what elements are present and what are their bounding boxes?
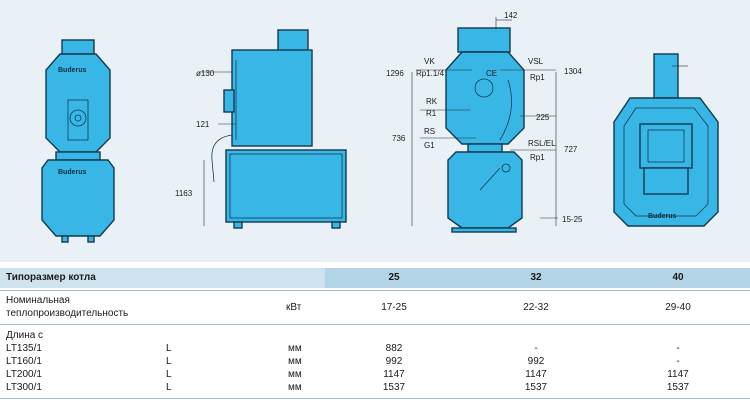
row-model: LT160/1 (6, 356, 42, 367)
header-size-32: 32 (530, 272, 542, 283)
side-flue (223, 89, 235, 113)
side-lower-tank (225, 149, 347, 223)
rear-view: CE 142 VK Rp1.1/4 1296 VSL Rp1 1304 RK R… (386, 11, 583, 233)
row-value-40: - (676, 356, 680, 367)
label-vsl: VSL (528, 57, 544, 66)
row-model: LT135/1 (6, 343, 42, 354)
row-model: LT200/1 (6, 369, 42, 380)
rear-flue-circle (474, 78, 494, 98)
top-view-burner (639, 123, 693, 169)
drawings-svg: Buderus Buderus ø130 121 1163 CE (41, 11, 719, 243)
power-label-line2: теплопроизводительность (6, 308, 129, 319)
dim-flue-diameter: ø130 (196, 69, 215, 78)
front-burner-circle (69, 109, 87, 127)
row-unit: мм (288, 343, 302, 354)
header-size-40: 40 (672, 272, 684, 283)
row-value-32: 1537 (524, 382, 548, 393)
power-unit: кВт (286, 302, 302, 313)
row-value-25: 882 (385, 343, 403, 354)
header-size-25: 25 (388, 272, 400, 283)
power-value-40: 29-40 (665, 302, 691, 313)
technical-drawings: Buderus Buderus ø130 121 1163 CE (0, 0, 750, 262)
label-rs-thread: G1 (424, 141, 435, 150)
dim-1163: 1163 (175, 189, 193, 198)
label-rk: RK (426, 97, 438, 106)
row-value-32: 992 (527, 356, 545, 367)
row-suffix: L (166, 369, 172, 380)
rear-upper-body (445, 51, 525, 145)
row-value-32: - (534, 343, 538, 354)
spec-table: Типоразмер котла 25 32 40 Номинальная те… (0, 264, 750, 410)
ce-mark: CE (486, 69, 497, 78)
label-vk-thread: Rp1.1/4 (416, 69, 445, 78)
row-unit: мм (288, 356, 302, 367)
logo-front-lower: Buderus (58, 169, 87, 176)
row-suffix: L (166, 356, 172, 367)
dim-121: 121 (196, 120, 210, 129)
dim-727: 727 (564, 145, 578, 154)
logo-front-upper: Buderus (58, 67, 87, 74)
row-suffix: L (166, 343, 172, 354)
label-vsl-thread: Rp1 (530, 73, 545, 82)
label-rsl-el: RSL/EL (528, 139, 556, 148)
label-vk: VK (424, 57, 435, 66)
dim-1296: 1296 (386, 69, 404, 78)
power-value-25: 17-25 (381, 302, 407, 313)
label-rsl-thread: Rp1 (530, 153, 545, 162)
side-upper-body (231, 49, 313, 147)
row-value-40: - (676, 343, 680, 354)
row-unit: мм (288, 382, 302, 393)
label-rk-thread: R1 (426, 109, 437, 118)
front-connector (55, 151, 101, 161)
side-pipe (211, 134, 233, 183)
row-value-40: 1147 (667, 369, 689, 380)
logo-top-view: Buderus (648, 213, 677, 220)
length-label: Длина с (6, 330, 44, 341)
dim-736: 736 (392, 134, 406, 143)
dim-1304: 1304 (564, 67, 582, 76)
row-value-25: 992 (385, 356, 403, 367)
row-value-25: 1147 (383, 369, 405, 380)
table-header-row: Типоразмер котла 25 32 40 (0, 268, 750, 288)
front-burner-plate (67, 99, 89, 141)
rear-top-cap (457, 27, 511, 53)
front-lower-tank (41, 159, 115, 237)
front-view: Buderus Buderus (41, 39, 115, 243)
top-view: Buderus (613, 53, 719, 227)
header-label: Типоразмер котла (6, 272, 96, 283)
row-value-32: 1147 (525, 369, 547, 380)
side-top-cap (277, 29, 309, 53)
power-value-32: 22-32 (523, 302, 549, 313)
row-unit: мм (288, 369, 302, 380)
row-value-25: 1537 (382, 382, 406, 393)
dim-142: 142 (504, 11, 518, 20)
label-rs: RS (424, 127, 435, 136)
side-view: ø130 121 1163 (175, 29, 347, 229)
front-top-cap (61, 39, 95, 55)
row-suffix: L (166, 382, 172, 393)
dim-feet: 15-25 (562, 215, 583, 224)
rear-lower-tank (447, 151, 523, 229)
row-model: LT300/1 (6, 382, 42, 393)
power-label-line1: Номинальная (6, 295, 70, 306)
row-value-40: 1537 (666, 382, 690, 393)
dim-225: 225 (536, 113, 550, 122)
top-view-neck (653, 53, 679, 99)
